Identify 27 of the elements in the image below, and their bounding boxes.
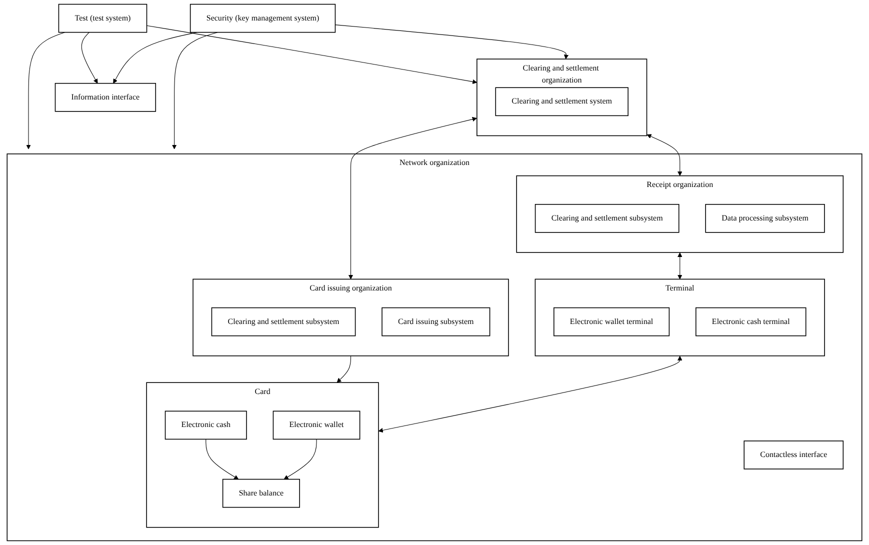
- arrow: [146, 25, 478, 84]
- node-box: Clearing and settlement system: [495, 87, 628, 116]
- arrow: [81, 32, 98, 84]
- arrow: [336, 356, 352, 383]
- node-box: Electronic wallet: [272, 410, 360, 440]
- arrow: [678, 252, 682, 280]
- arrow: [378, 356, 682, 433]
- node-box: Clearing and settlement subsystem: [534, 204, 680, 233]
- node-box: Electronic cash terminal: [696, 307, 806, 336]
- arrow: [348, 116, 477, 280]
- node-box: Security (key management system): [190, 4, 336, 33]
- node-box: Electronic cash: [164, 410, 247, 440]
- arrow: [284, 438, 317, 480]
- node-box: Clearing and settlement subsystem: [211, 307, 356, 336]
- arrow: [334, 24, 569, 60]
- node-box: Share balance: [222, 478, 300, 508]
- node-box: Data processing subsystem: [705, 204, 825, 233]
- arrow: [113, 32, 198, 84]
- node-box: Card issuing subsystem: [382, 307, 490, 336]
- arrow: [206, 438, 239, 480]
- node-box: Information interface: [54, 82, 156, 112]
- node-box: Contactless interface: [744, 440, 844, 470]
- node-box: Electronic wallet terminal: [554, 307, 670, 336]
- node-box: Test (test system): [58, 4, 148, 33]
- arrow: [646, 134, 682, 176]
- arrow: [26, 32, 65, 150]
- arrow: [172, 32, 218, 150]
